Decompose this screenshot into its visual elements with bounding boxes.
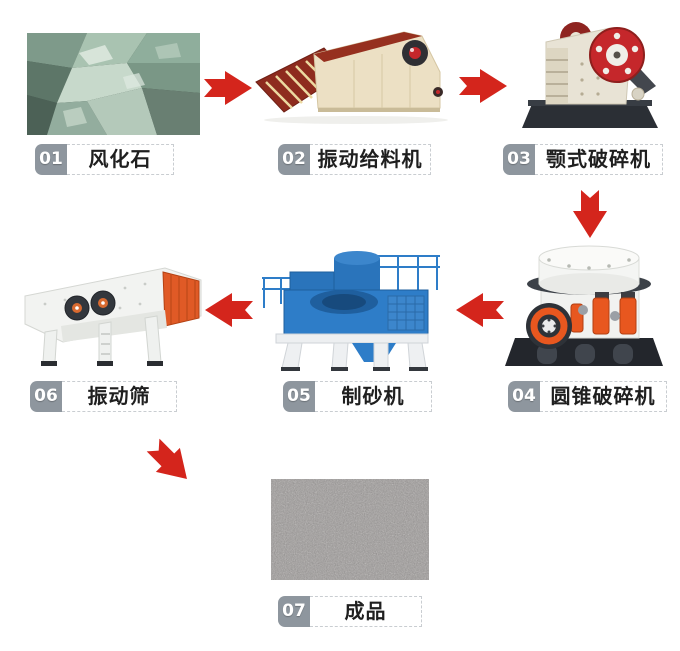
step-07-photo-finished-product bbox=[271, 479, 429, 580]
step-01-photo-weathered-stone bbox=[27, 33, 200, 135]
step-number-badge: 03 bbox=[503, 144, 535, 175]
step-number-badge: 06 bbox=[30, 381, 62, 412]
step-02-image-vibrating-feeder bbox=[254, 20, 450, 126]
flow-arrow-icon bbox=[204, 70, 252, 106]
flow-arrow-icon bbox=[140, 432, 199, 491]
flow-arrow-icon bbox=[205, 292, 253, 328]
step-label-05: 05 制砂机 bbox=[283, 381, 432, 412]
step-label-text: 成品 bbox=[310, 596, 422, 627]
flow-arrow-icon bbox=[459, 68, 507, 104]
step-05-image-sand-maker bbox=[256, 238, 448, 372]
step-label-04: 04 圆锥破碎机 bbox=[508, 381, 667, 412]
step-06-image-vibrating-screen bbox=[15, 252, 210, 368]
step-label-text: 风化石 bbox=[67, 144, 174, 175]
step-number-badge: 05 bbox=[283, 381, 315, 412]
step-label-text: 振动筛 bbox=[62, 381, 177, 412]
step-label-01: 01 风化石 bbox=[35, 144, 174, 175]
step-label-text: 制砂机 bbox=[315, 381, 432, 412]
step-label-03: 03 颚式破碎机 bbox=[503, 144, 663, 175]
step-label-07: 07 成品 bbox=[278, 596, 422, 627]
step-label-02: 02 振动给料机 bbox=[278, 144, 431, 175]
step-label-text: 振动给料机 bbox=[310, 144, 431, 175]
flow-arrow-icon bbox=[456, 292, 504, 328]
step-04-image-cone-crusher bbox=[497, 228, 669, 370]
step-03-image-jaw-crusher bbox=[518, 8, 663, 132]
step-number-badge: 01 bbox=[35, 144, 67, 175]
step-number-badge: 04 bbox=[508, 381, 540, 412]
step-label-text: 颚式破碎机 bbox=[535, 144, 663, 175]
step-label-06: 06 振动筛 bbox=[30, 381, 177, 412]
step-number-badge: 02 bbox=[278, 144, 310, 175]
step-label-text: 圆锥破碎机 bbox=[540, 381, 667, 412]
step-number-badge: 07 bbox=[278, 596, 310, 627]
